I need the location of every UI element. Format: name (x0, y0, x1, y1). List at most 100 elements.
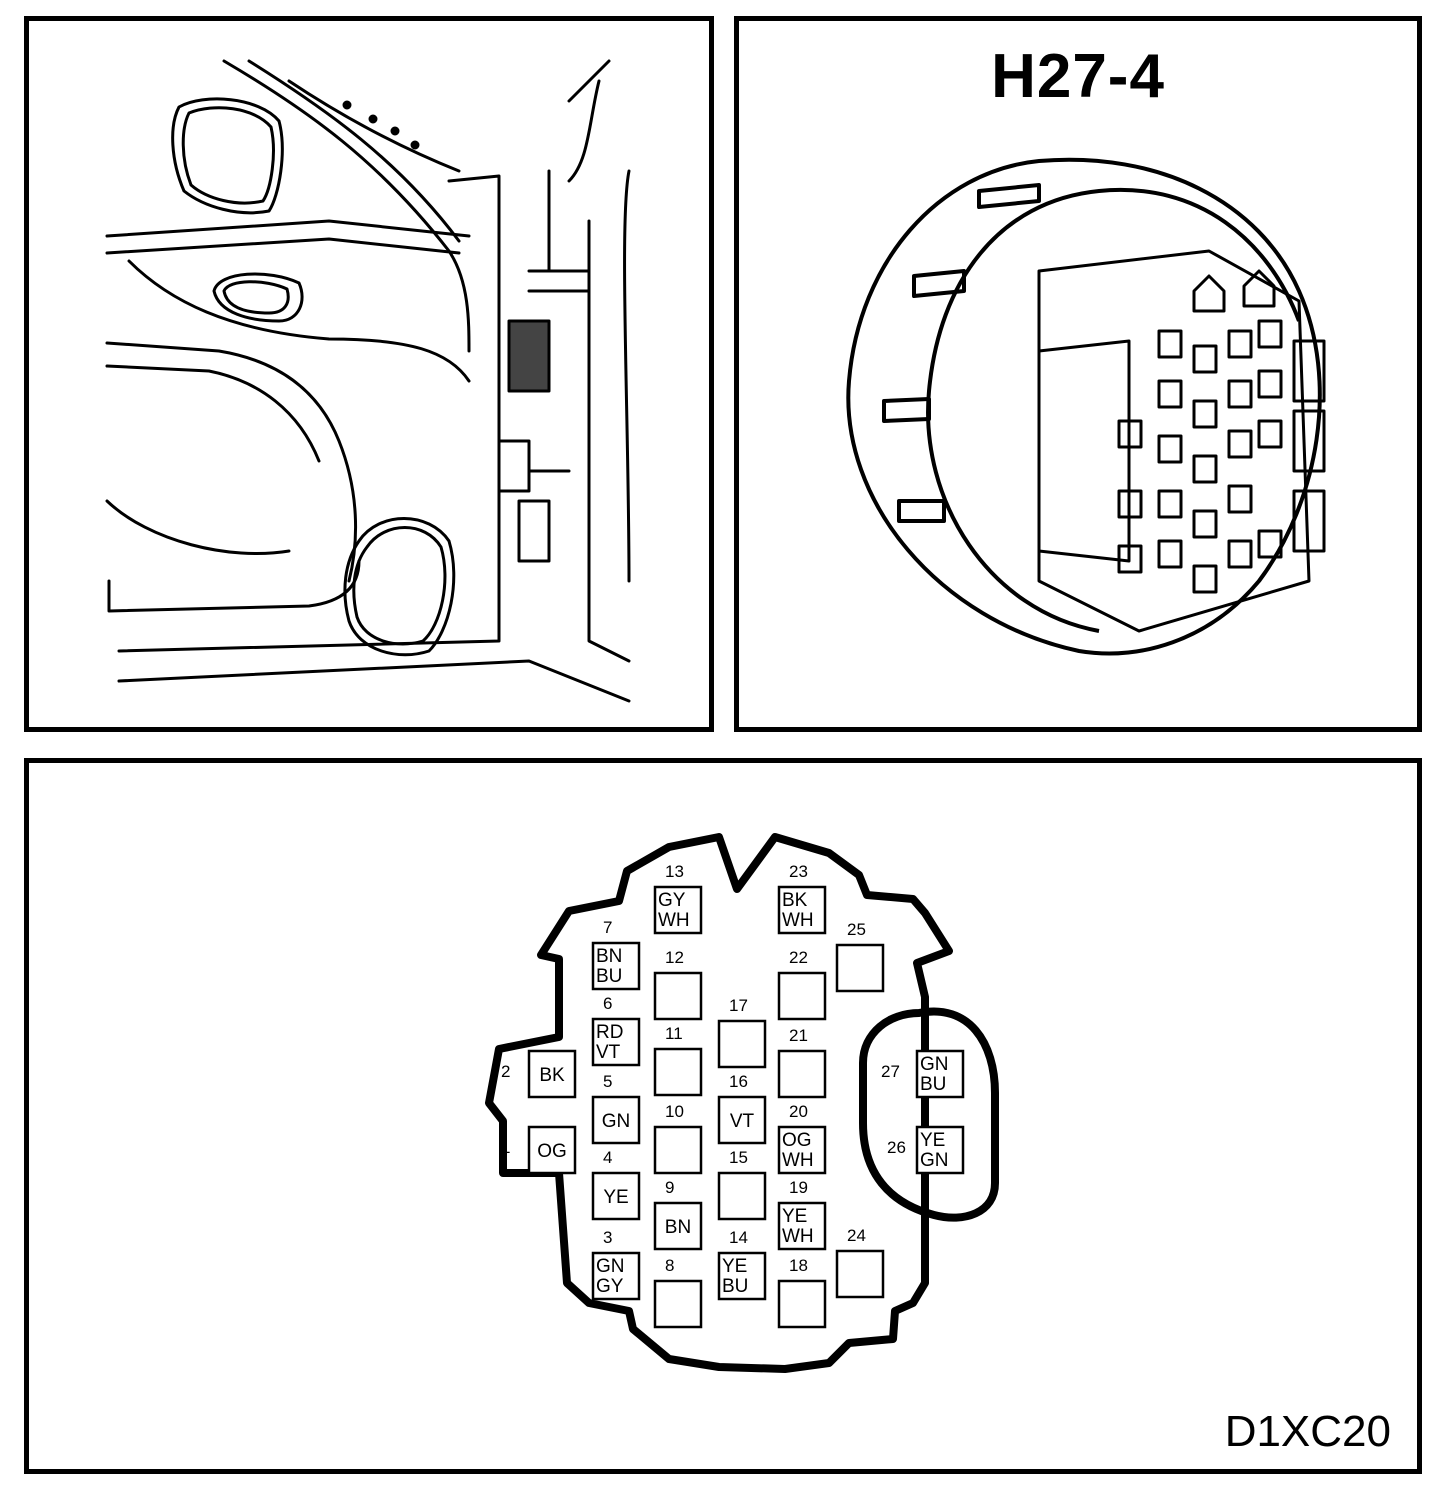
pin-number: 10 (665, 1102, 684, 1121)
pin-box (653, 1047, 703, 1097)
pin-box (591, 1017, 641, 1067)
wire-color-code: OG (537, 1141, 567, 1162)
wire-color-code: OG (782, 1130, 812, 1151)
connector-side-oval (859, 1007, 999, 1222)
wire-color-code: BN (596, 946, 622, 967)
pin-cavity-9: 9BN (653, 1178, 703, 1251)
wire-color-code: VT (730, 1111, 755, 1132)
pin-box (591, 1251, 641, 1301)
wire-color-code: GN (920, 1054, 949, 1075)
pin-box (717, 1019, 767, 1069)
pin-cavity-1: 1 OG (501, 1125, 577, 1175)
pin-cavity-18: 18 (777, 1256, 827, 1329)
wire-color-code: GY (658, 890, 686, 911)
pin-box (777, 1049, 827, 1099)
pin-number: 24 (847, 1226, 866, 1245)
pin-box (717, 1095, 767, 1145)
pin-number: 20 (789, 1102, 808, 1121)
wire-color-code: GN (596, 1256, 625, 1277)
pin-number: 27 (881, 1062, 900, 1081)
pin-number: 1 (501, 1138, 510, 1157)
pin-box (591, 1171, 641, 1221)
pin-number: 9 (665, 1178, 674, 1197)
pin-number: 17 (729, 996, 748, 1015)
pin-box (717, 1171, 767, 1221)
pin-number: 15 (729, 1148, 748, 1167)
pin-box (653, 885, 703, 935)
figure-reference: D1XC20 (1224, 1407, 1391, 1456)
pin-cavity-12: 12 (653, 948, 703, 1021)
pin-box (591, 941, 641, 991)
pin-number: 4 (603, 1148, 612, 1167)
pin-number: 19 (789, 1178, 808, 1197)
wire-color-code: GN (920, 1150, 949, 1171)
pin-number: 13 (665, 862, 684, 881)
pin-box (777, 885, 827, 935)
wire-color-code: YE (920, 1130, 945, 1151)
wire-color-code: WH (782, 1150, 814, 1171)
pin-number: 16 (729, 1072, 748, 1091)
pin-box (717, 1251, 767, 1301)
wire-color-code: BK (782, 890, 808, 911)
pin-number: 14 (729, 1228, 748, 1247)
wire-color-code: BU (722, 1276, 748, 1297)
wire-color-code: BN (665, 1217, 691, 1238)
pin-box (527, 1125, 577, 1175)
wire-color-code: BK (539, 1065, 565, 1086)
pin-cavity-2: 2 BK (501, 1049, 577, 1099)
vehicle-door-location-drawing (105, 59, 631, 703)
pin-cavity-4: 4YE (591, 1148, 641, 1221)
pin-cavity-24: 24 (835, 1226, 885, 1299)
pin-box (653, 1279, 703, 1329)
pin-number: 11 (665, 1024, 683, 1043)
wire-color-code: WH (782, 910, 814, 931)
pin-cavity-8: 8 (653, 1256, 703, 1329)
wire-color-code: YE (603, 1187, 628, 1208)
pin-number: 6 (603, 994, 612, 1013)
pin-cavity-17: 17 (717, 996, 767, 1069)
wire-color-code: RD (596, 1022, 623, 1043)
pin-box (777, 1125, 827, 1175)
pin-cavity-5: 5GN (591, 1072, 641, 1145)
pin-number: 7 (603, 918, 612, 937)
pin-box (777, 1201, 827, 1251)
pin-box (653, 1201, 703, 1251)
connector-perspective-drawing (846, 157, 1326, 656)
pin-box (835, 1249, 885, 1299)
pin-box (777, 971, 827, 1021)
pin-box (653, 971, 703, 1021)
connector-title: H27-4 (991, 42, 1165, 111)
pin-box (653, 1125, 703, 1175)
wire-color-code: GN (602, 1111, 631, 1132)
pin-number: 25 (847, 920, 866, 939)
wire-color-code: VT (596, 1042, 621, 1063)
location-illustration-panel (24, 16, 714, 732)
wire-color-code: YE (782, 1206, 807, 1227)
pin-number: 2 (501, 1062, 510, 1081)
pin-number: 18 (789, 1256, 808, 1275)
pin-cavity-15: 15 (717, 1148, 767, 1221)
pin-number: 3 (603, 1228, 612, 1247)
pin-number: 23 (789, 862, 808, 881)
pin-box (777, 1279, 827, 1329)
pin-cavity-11: 11 (653, 1024, 703, 1097)
wire-color-code: GY (596, 1276, 624, 1297)
pin-number: 21 (789, 1026, 808, 1045)
pin-cavity-21: 21 (777, 1026, 827, 1099)
pin-cavity-25: 25 (835, 920, 885, 993)
wire-color-code: WH (658, 910, 690, 931)
pin-number: 26 (887, 1138, 906, 1157)
